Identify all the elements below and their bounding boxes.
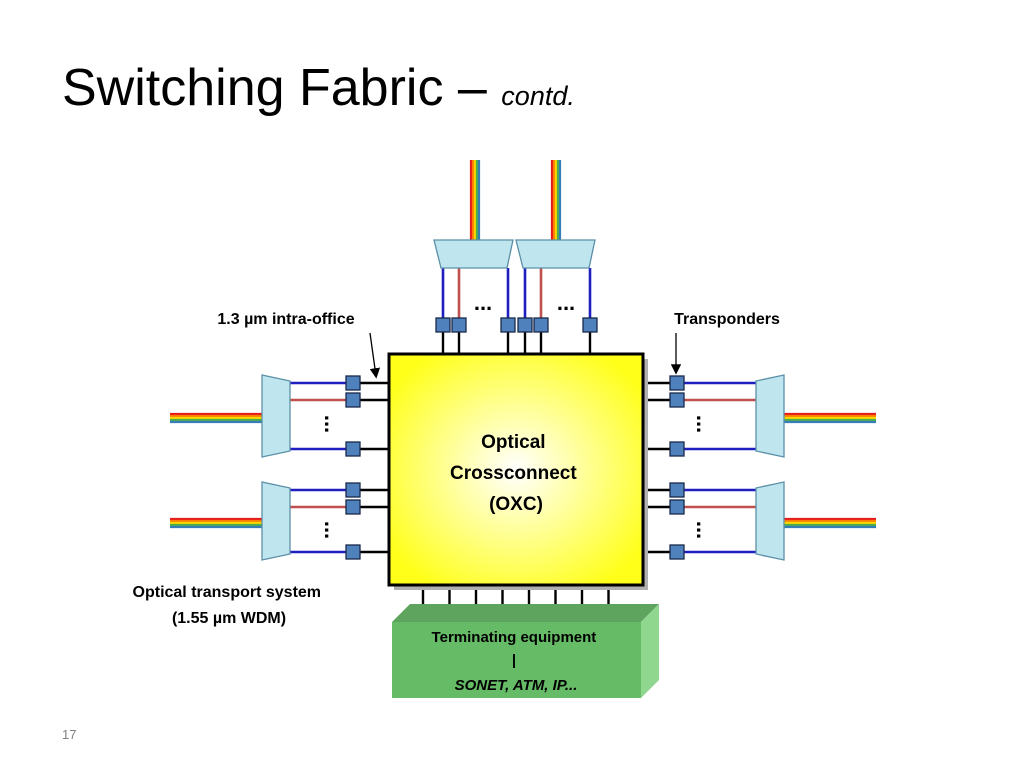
transponder-icon <box>345 544 361 560</box>
ellipsis-left-upper: ... <box>320 415 345 433</box>
wdm-fibers <box>170 160 876 529</box>
transponder-icon <box>500 317 516 333</box>
oxc-box <box>387 352 645 587</box>
intra-office-arrow-icon <box>369 332 381 379</box>
transponder-icon <box>345 499 361 515</box>
oxc-label-line: Optical <box>481 432 545 453</box>
page-number: 17 <box>62 727 77 742</box>
transponder-icon <box>345 392 361 408</box>
transponder-icon <box>435 317 451 333</box>
transponder-icon <box>669 441 685 457</box>
transponder-icon <box>345 441 361 457</box>
transponders-label: Transponders <box>674 311 780 328</box>
terminating-label-line: SONET, ATM, IP... <box>455 677 578 694</box>
transport-system-label: Optical transport system (1.55 µm WDM) <box>133 584 326 627</box>
transponder-icon <box>669 499 685 515</box>
transponder-icon <box>345 375 361 391</box>
transponders <box>345 317 685 560</box>
ellipsis-left-lower: ... <box>320 521 345 539</box>
intra-office-label: 1.3 µm intra-office <box>217 311 354 328</box>
oxc-label-line: (OXC) <box>489 494 543 515</box>
oxc-label-line: Crossconnect <box>450 463 577 484</box>
mux-icon <box>433 239 514 269</box>
terminating-label: Terminating equipment | SONET, ATM, IP..… <box>432 629 601 694</box>
intra-office-fibers <box>290 268 756 554</box>
transponder-icon <box>533 317 549 333</box>
transport-label-line: Optical transport system <box>133 584 322 601</box>
title-main: Switching Fabric – <box>62 59 502 117</box>
transponder-icon <box>669 375 685 391</box>
mux-icon <box>755 481 785 561</box>
title-suffix: contd. <box>501 81 575 111</box>
terminating-side-face <box>641 604 659 698</box>
mux-icon <box>515 239 596 269</box>
ellipsis-right-lower: ... <box>692 521 717 539</box>
ellipsis-top-left: ... <box>474 290 492 315</box>
terminating-label-line: Terminating equipment <box>432 629 597 646</box>
terminating-label-line: | <box>512 652 516 669</box>
transponder-icon <box>669 482 685 498</box>
transponder-icon <box>451 317 467 333</box>
ellipsis-right-upper: ... <box>692 415 717 433</box>
mux-icon <box>755 374 785 458</box>
mux-icon <box>261 374 291 458</box>
transport-label-line: (1.55 µm WDM) <box>172 610 286 627</box>
ellipsis-top-right: ... <box>557 290 575 315</box>
slide-title: Switching Fabric – contd. <box>62 62 575 114</box>
mux-icon <box>261 481 291 561</box>
terminating-top-face <box>392 604 659 622</box>
transponder-icon <box>669 392 685 408</box>
transponder-icon <box>669 544 685 560</box>
transponder-icon <box>345 482 361 498</box>
terminating-equipment <box>392 622 641 698</box>
transponder-icon <box>582 317 598 333</box>
transponder-icon <box>517 317 533 333</box>
oxc-label: Optical Crossconnect (OXC) <box>450 432 582 515</box>
multiplexers <box>261 239 785 561</box>
